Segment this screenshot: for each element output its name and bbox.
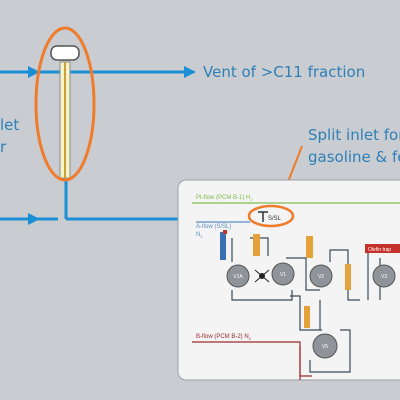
vent-label: Vent of >C11 fraction: [203, 63, 365, 81]
restrictor-icon: [254, 269, 270, 283]
trap-cap: [50, 45, 80, 61]
b-flow-label: B-flow (PCM B-2) N2: [196, 334, 252, 341]
vent-arrow-icon: [184, 66, 196, 78]
svg-text:V1A: V1A: [233, 274, 243, 280]
svg-text:V5: V5: [322, 344, 328, 350]
column-blue: [220, 232, 226, 260]
column-orange-1: [253, 234, 260, 256]
split-inlet-label-line2: gasoline & fe: [308, 148, 400, 166]
split-inlet-highlight: [247, 204, 295, 228]
svg-text:V2: V2: [318, 274, 324, 280]
trap-highlight: [34, 26, 96, 182]
split-inlet-label-line1: Split inlet for: [308, 126, 400, 144]
inlet-arrow-icon: [28, 66, 40, 78]
a-flow-gas-label: N2: [196, 232, 203, 239]
olefin-trap: [365, 244, 400, 253]
left-partial-label-1: let: [0, 116, 19, 134]
column-orange-4: [304, 306, 310, 328]
svg-text:V1: V1: [280, 272, 286, 278]
pt-flow-label: Pt-flow (PCM B-1) H2: [196, 195, 253, 202]
valve-v1: V1: [271, 262, 295, 286]
valve-v3: V3: [372, 264, 396, 288]
column-orange-3: [345, 264, 351, 290]
svg-text:V3: V3: [381, 274, 387, 280]
ssl-label: S/SL: [268, 216, 282, 222]
valve-v2: V2: [309, 264, 333, 288]
valve-v1a: V1A: [226, 264, 250, 288]
lower-arrow-icon: [28, 213, 40, 225]
valve-v5: V5: [312, 333, 338, 359]
a-flow-label: A-flow (S/SL): [196, 224, 231, 230]
column-orange-2: [306, 236, 313, 258]
left-partial-label-2: r: [0, 138, 7, 156]
olefin-trap-label: Olefin trap: [368, 247, 391, 253]
